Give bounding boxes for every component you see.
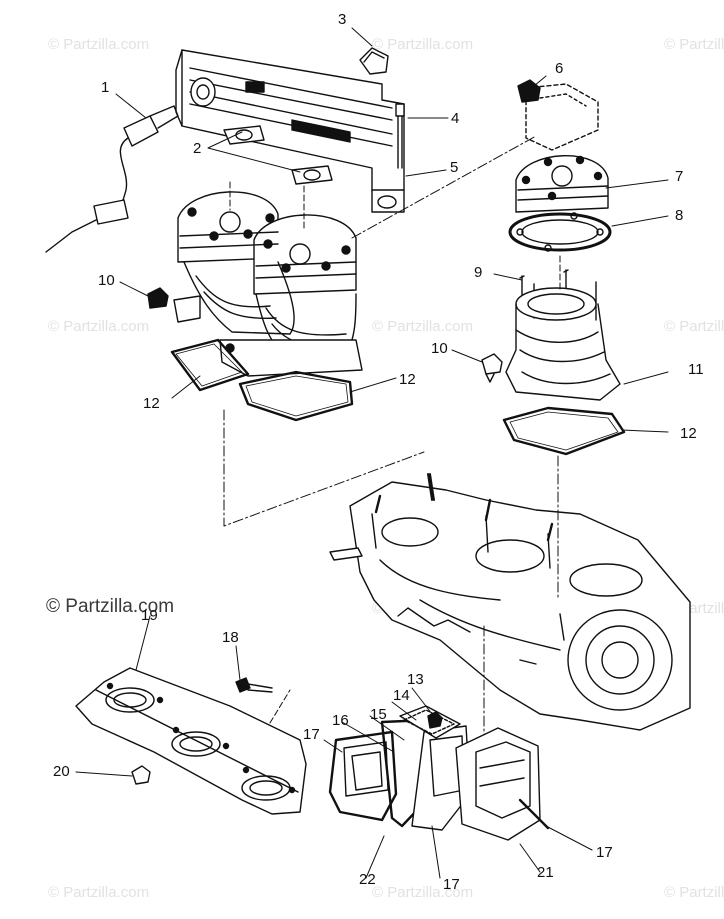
callout-20: 20 bbox=[53, 763, 70, 780]
part-2 bbox=[223, 125, 333, 185]
watermark-main: © Partzilla.com bbox=[46, 596, 175, 617]
watermark: © Partzilla.com bbox=[664, 318, 724, 335]
callout-7: 7 bbox=[675, 168, 684, 185]
reed-valve-body-21 bbox=[455, 727, 550, 841]
single-cylinder-assembly bbox=[505, 83, 621, 401]
callout-leaders bbox=[75, 27, 669, 879]
callout-3: 3 bbox=[338, 11, 347, 28]
callout-5: 5 bbox=[450, 159, 459, 176]
watermark: © Partzilla.com bbox=[372, 884, 474, 901]
callout-22: 22 bbox=[359, 871, 376, 888]
twin-cylinder-assembly bbox=[173, 191, 363, 377]
callout-14: 14 bbox=[393, 687, 410, 704]
callout-18: 18 bbox=[222, 629, 239, 646]
guide-lines bbox=[223, 135, 561, 747]
callout-19: 19 bbox=[141, 607, 158, 624]
callout-13: 13 bbox=[407, 671, 424, 688]
part-10 bbox=[147, 287, 503, 383]
callout-10: 10 bbox=[98, 272, 115, 289]
callout-12: 12 bbox=[680, 425, 697, 442]
callout-6: 6 bbox=[555, 60, 564, 77]
callout-17: 17 bbox=[443, 876, 460, 893]
callout-12: 12 bbox=[399, 371, 416, 388]
callout-21: 21 bbox=[537, 864, 554, 881]
watermark: © Partzilla.com bbox=[664, 36, 724, 53]
watermark: © Partzilla.com bbox=[48, 884, 150, 901]
callout-4: 4 bbox=[451, 110, 460, 127]
exhaust-manifold bbox=[175, 49, 405, 213]
watermark: © Partzilla.com bbox=[372, 318, 474, 335]
watermark: © Partzilla.com bbox=[664, 884, 724, 901]
part-13 bbox=[427, 711, 443, 729]
base-gasket-right bbox=[502, 406, 626, 456]
watermark: © Partzilla.com bbox=[48, 36, 150, 53]
callout-15: 15 bbox=[370, 706, 387, 723]
part-1 bbox=[45, 105, 179, 253]
reed-valve-block-left bbox=[328, 730, 398, 822]
callout-17: 17 bbox=[303, 726, 320, 743]
callout-9: 9 bbox=[474, 264, 483, 281]
callout-10: 10 bbox=[431, 340, 448, 357]
watermark: © Partzilla.com bbox=[48, 318, 150, 335]
part-18 bbox=[235, 677, 273, 693]
callout-17: 17 bbox=[596, 844, 613, 861]
intake-manifold bbox=[75, 667, 307, 815]
callout-2: 2 bbox=[193, 140, 202, 157]
reed-valve-block-right bbox=[411, 725, 471, 831]
part-20 bbox=[131, 765, 151, 785]
base-gasket-left bbox=[170, 338, 354, 422]
callout-1: 1 bbox=[101, 79, 110, 96]
crankcase bbox=[329, 473, 691, 731]
callout-11: 11 bbox=[688, 361, 704, 378]
callout-12: 12 bbox=[143, 395, 160, 412]
part-3 bbox=[359, 47, 389, 75]
watermark: © Partzilla.com bbox=[372, 36, 474, 53]
callout-16: 16 bbox=[332, 712, 349, 729]
part-4 bbox=[395, 103, 405, 169]
callout-8: 8 bbox=[675, 207, 684, 224]
